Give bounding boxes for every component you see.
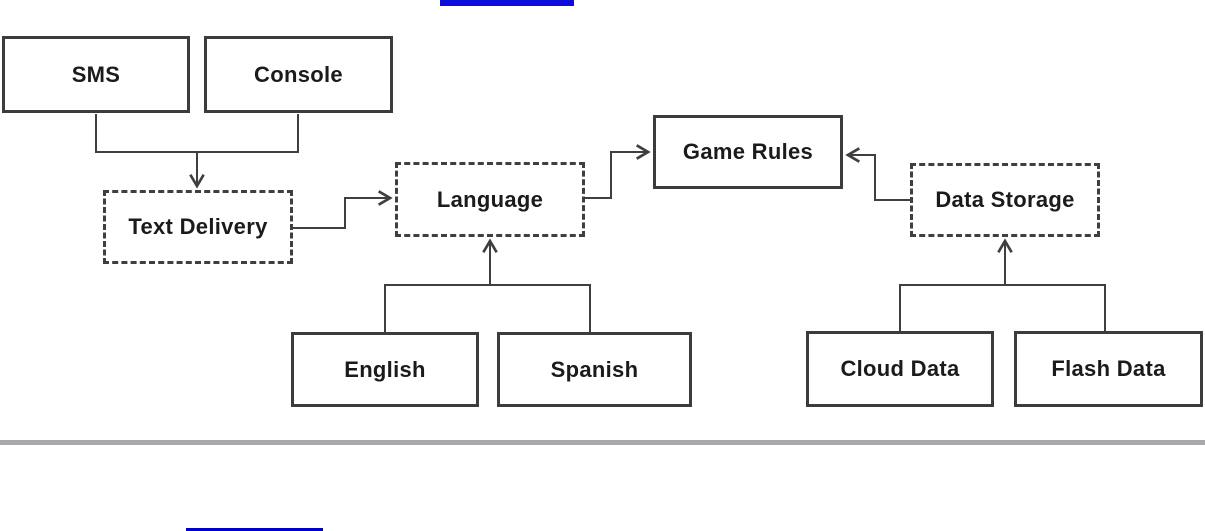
cropped-bottom-link[interactable] [186,528,323,531]
section-divider [0,440,1205,445]
connector-data-storage-to-game-rules [845,147,910,201]
node-language: Language [395,162,585,237]
node-data-storage: Data Storage [910,163,1100,237]
node-data-storage-label: Data Storage [935,187,1075,212]
node-console-label: Console [254,61,343,87]
node-game-rules: Game Rules [653,115,843,189]
connector-cloud-flash-to-data-storage [899,238,1106,331]
node-sms: SMS [2,36,190,113]
node-spanish-label: Spanish [550,356,639,382]
connector-language-to-game-rules [585,144,651,199]
node-spanish: Spanish [497,332,692,407]
node-flash-data: Flash Data [1014,331,1203,407]
node-cloud-data-label: Cloud Data [840,356,960,381]
cropped-top-link[interactable] [440,0,574,6]
node-language-label: Language [436,186,544,212]
connector-english-spanish-to-language [384,238,591,332]
connector-text-delivery-to-language [293,190,393,229]
node-cloud-data: Cloud Data [806,331,994,407]
node-flash-data-label: Flash Data [1051,356,1166,381]
node-english: English [291,332,479,407]
node-text-delivery: Text Delivery [103,190,293,264]
node-text-delivery-label: Text Delivery [128,214,268,239]
node-game-rules-label: Game Rules [682,139,814,164]
node-sms-label: SMS [71,61,121,87]
node-console: Console [204,36,393,113]
connector-sms-console-to-text-delivery [95,114,299,189]
node-english-label: English [344,356,426,382]
